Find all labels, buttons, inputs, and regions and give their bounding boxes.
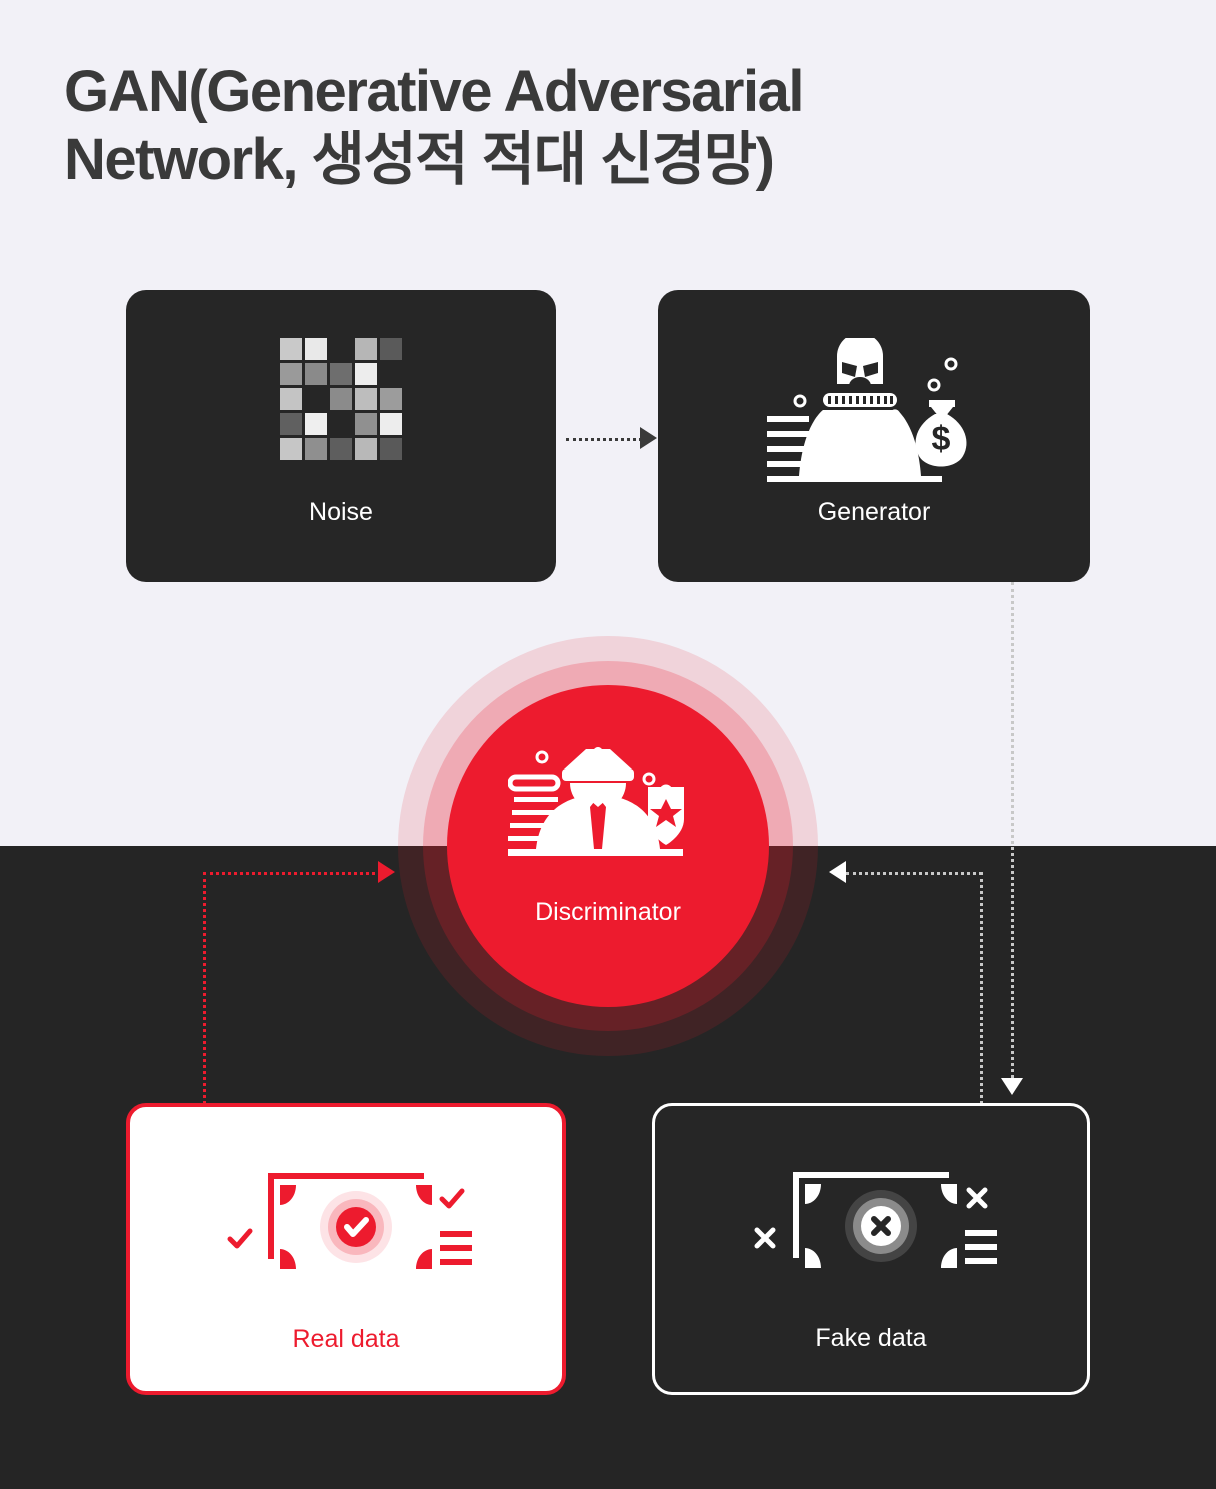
noise-cell [355,363,377,385]
noise-cell [380,438,402,460]
noise-cell [280,388,302,410]
card-fake-data-label: Fake data [815,1324,927,1352]
connector-real-data-vertical-line [203,872,206,1104]
noise-cell [380,363,402,385]
connector-noise-to-generator-arrow [640,427,657,449]
card-noise[interactable]: Noise [126,290,556,582]
police-icon-svg [507,747,684,856]
svg-text:$: $ [932,420,951,458]
noise-grid-icon [126,338,556,460]
noise-cell [330,363,352,385]
discriminator-content: Discriminator [447,685,769,1007]
connector-fake-data-horizontal-line [846,872,982,875]
noise-cell [280,338,302,360]
noise-cell [330,438,352,460]
card-real-data[interactable]: Real data [126,1103,566,1395]
noise-cell [355,338,377,360]
connector-fake-data-vertical-line [980,872,983,1104]
thief-with-money-bag-icon: $ [658,338,1090,488]
thief-icon-svg: $ [767,338,967,482]
noise-cell [355,413,377,435]
noise-cell [305,388,327,410]
connector-generator-to-fake-data-line [1011,582,1014,1090]
noise-cell [330,413,352,435]
noise-cell [280,438,302,460]
banknote-check-icon [130,1163,562,1293]
banknote-cross-icon [655,1162,1087,1292]
card-real-data-label: Real data [292,1325,400,1353]
page-title: GAN(Generative Adversarial Network, 생성적 … [64,59,804,192]
noise-grid [280,338,402,460]
noise-cell [280,363,302,385]
noise-cell [330,388,352,410]
noise-cell [280,413,302,435]
noise-cell [380,413,402,435]
card-generator-label: Generator [817,498,931,526]
noise-cell [330,338,352,360]
noise-cell [305,413,327,435]
noise-cell [305,363,327,385]
card-fake-data[interactable]: Fake data [652,1103,1090,1395]
connector-noise-to-generator-line [566,438,648,441]
card-generator[interactable]: $ Generator [658,290,1090,582]
noise-cell [380,338,402,360]
noise-cell [355,388,377,410]
police-officer-shield-icon [507,739,708,884]
noise-cell [305,438,327,460]
connector-real-data-to-discriminator-arrow [378,861,395,883]
connector-real-data-horizontal-line [203,872,381,875]
discriminator-label: Discriminator [535,898,681,926]
noise-cell [380,388,402,410]
connector-generator-to-fake-data-arrow [1001,1078,1023,1095]
card-noise-label: Noise [309,498,373,526]
noise-cell [355,438,377,460]
connector-fake-data-to-discriminator-arrow [829,861,846,883]
real-banknote-svg [227,1173,472,1269]
noise-cell [305,338,327,360]
fake-banknote-svg [754,1172,997,1268]
